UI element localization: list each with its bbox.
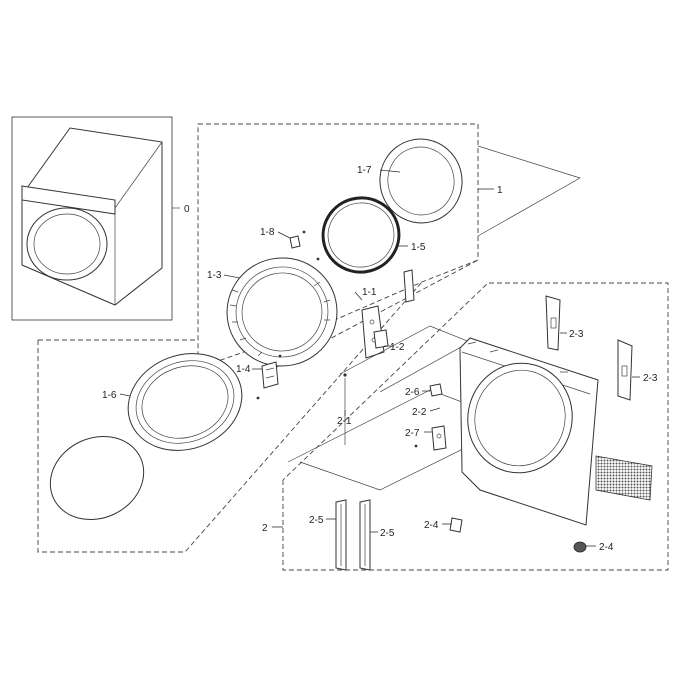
part-2-3-bracket-right [617, 339, 640, 401]
label-2-5-left: 2-5 [309, 515, 324, 526]
label-2-6: 2-6 [405, 387, 420, 398]
door-inner-glass [49, 435, 145, 521]
label-0: 0 [184, 204, 190, 215]
part-2-5-strip-right [359, 499, 378, 571]
label-1-2: 1-2 [390, 342, 405, 353]
part-2-4-sensor-right [573, 541, 596, 553]
label-2-3-right: 2-3 [643, 373, 658, 384]
label-2-1: 2-1 [337, 416, 352, 427]
part-labels: 0 1 1-7 1-5 1-8 1-3 1-1 1-2 1-4 1-6 2-1 … [102, 165, 658, 553]
label-1-1: 1-1 [362, 287, 377, 298]
label-2-4-right: 2-4 [599, 542, 614, 553]
label-1-4: 1-4 [236, 364, 251, 375]
assembly-0-box [11, 116, 180, 321]
part-1-5-gasket [321, 196, 408, 274]
label-2-4-center: 2-4 [424, 520, 439, 531]
part-2-4-sensor-center [442, 517, 463, 533]
label-2-2: 2-2 [412, 407, 427, 418]
part-1-4-hinge [252, 354, 282, 400]
label-2-7: 2-7 [405, 428, 420, 439]
label-1-8: 1-8 [260, 227, 275, 238]
label-1-3: 1-3 [207, 270, 222, 281]
part-2-3-bracket-left [545, 295, 567, 351]
part-1-8-screw [277, 230, 320, 261]
group-2-dashed-outline [282, 282, 669, 571]
filter-mesh-panel [595, 455, 653, 501]
part-2-6-switch [422, 383, 443, 397]
label-2: 2 [262, 523, 268, 534]
label-2-5-right: 2-5 [380, 528, 395, 539]
part-1-6-door-glass-ring [119, 353, 243, 451]
label-1-5: 1-5 [411, 242, 426, 253]
label-1-6: 1-6 [102, 390, 117, 401]
part-2-5-strip-left [326, 499, 347, 571]
part-2-2-lever [429, 407, 441, 412]
part-2-7-lock [414, 425, 447, 451]
leader-lines [272, 188, 494, 528]
part-1-3-door-frame [223, 257, 338, 367]
label-1: 1 [497, 185, 503, 196]
part-1-7-door-cover [379, 138, 463, 224]
label-1-7: 1-7 [357, 165, 372, 176]
label-2-3-left: 2-3 [569, 329, 584, 340]
part-2-front-panel [459, 337, 599, 526]
